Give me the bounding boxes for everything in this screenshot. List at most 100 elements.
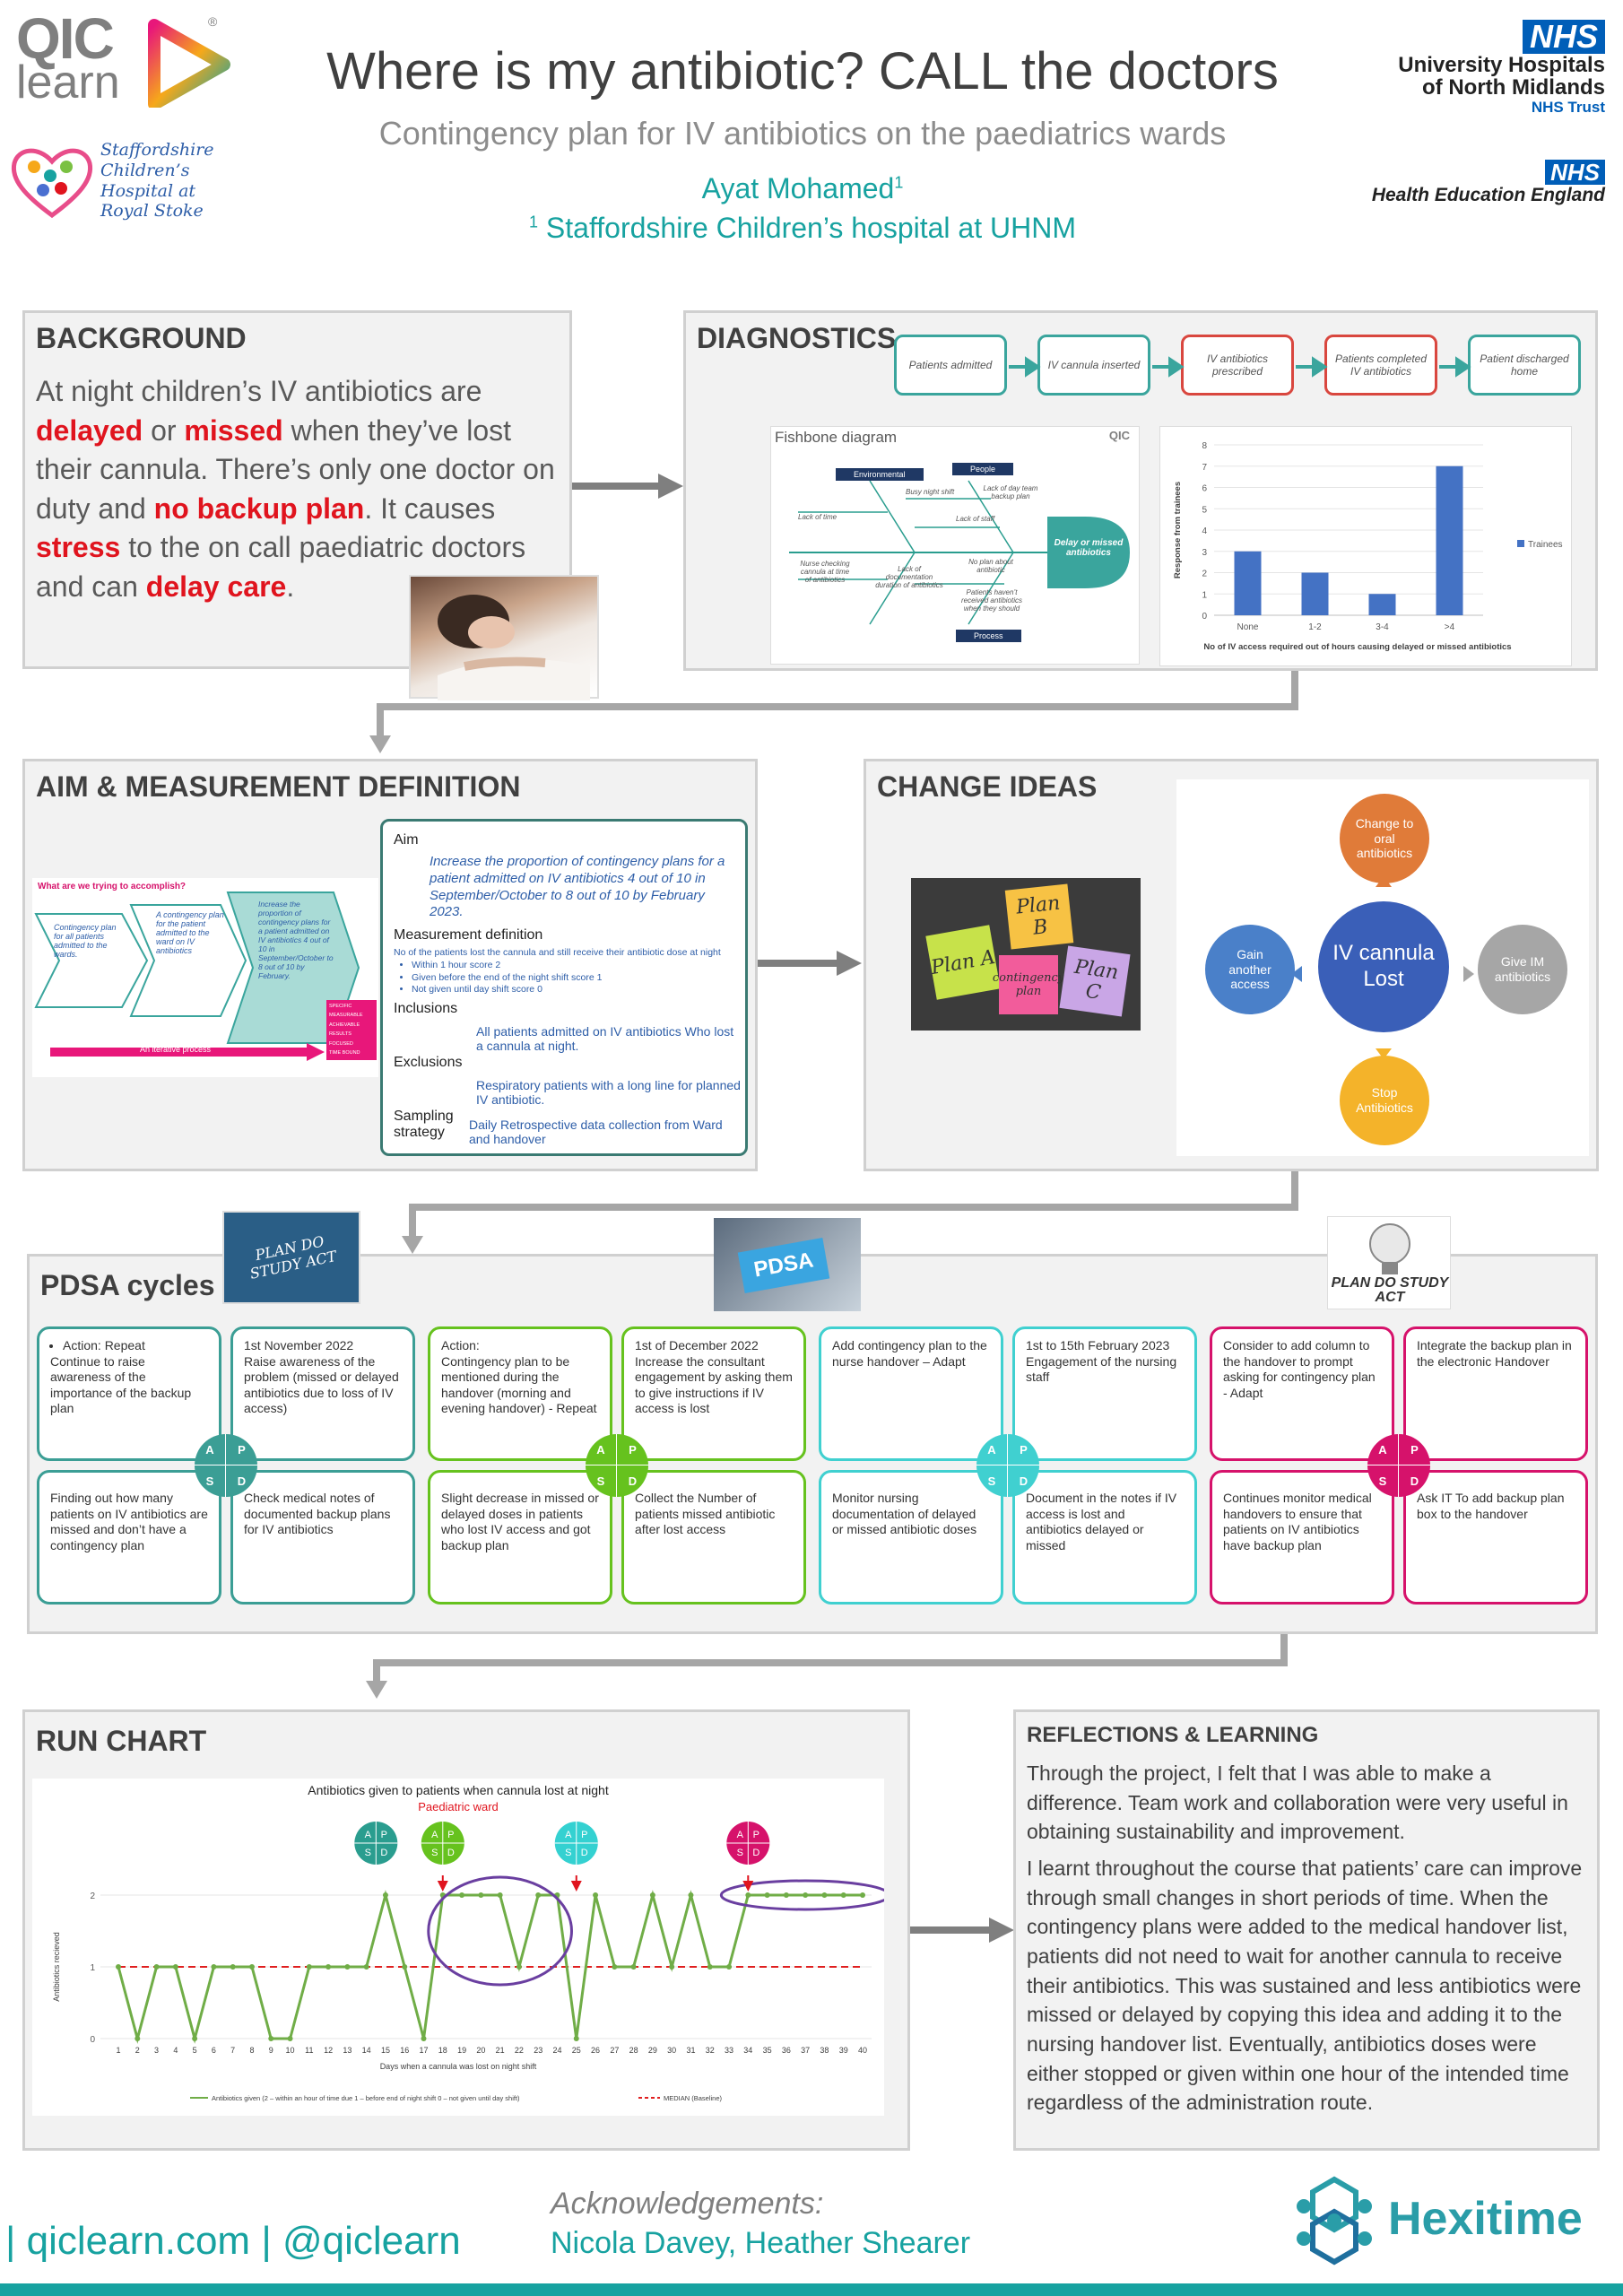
run-point xyxy=(402,1964,408,1970)
pdsa-title: PDSA cycles xyxy=(40,1269,215,1301)
run-point xyxy=(535,1892,542,1898)
flow-arrows xyxy=(1009,356,1471,378)
accomplish-diagram: What are we trying to accomplish? Contin… xyxy=(32,878,378,1077)
pdsa-study-card-s: Slight decrease in missed or delayed dos… xyxy=(441,1491,599,1552)
fishbone-cause-6: Lack of documentation duration of antibi… xyxy=(875,565,943,589)
pdsa-act-card-a: Add contingency plan to the nurse handov… xyxy=(832,1338,987,1369)
pdsa-do-card: Check medical notes of documented backup… xyxy=(230,1470,415,1605)
pdsa-plan-card-p_date: 1st November 2022 xyxy=(244,1338,354,1352)
pdsa-wheel-letter: D xyxy=(1019,1474,1028,1488)
run-chart: Antibiotics given to patients when cannu… xyxy=(32,1779,891,2116)
fishbone-cause-4: Lack of staff xyxy=(956,515,995,523)
run-point xyxy=(344,1964,351,1970)
pdsa-wheel-letter: S xyxy=(365,1848,371,1858)
pdsa-wheel-letter: P xyxy=(381,1830,387,1840)
pdsa-cycle-4: Consider to add column to the handover t… xyxy=(1210,1326,1593,1622)
inclusions-label: Inclusions xyxy=(394,1001,458,1016)
pdsa-do-card-d: Collect the Number of patients missed an… xyxy=(635,1491,776,1536)
pdsa-wheel-letter: A xyxy=(1367,1434,1399,1465)
pdsa-wheel-letter: S xyxy=(586,1465,617,1497)
fishbone-cat-environmental: Environmental xyxy=(836,468,924,481)
run-chart-subheading: Paediatric ward xyxy=(418,1800,499,1813)
run-x-tick: 40 xyxy=(858,2046,867,2055)
run-x-tick: 31 xyxy=(686,2046,695,2055)
pdsa-plan-card-p: Engagement of the nursing staff xyxy=(1026,1353,1177,1385)
diagnostics-title: DIAGNOSTICS xyxy=(697,322,897,354)
run-chart-svg: Antibiotics given to patients when cannu… xyxy=(52,1783,891,2102)
arrow-right-2 xyxy=(758,951,862,976)
chevron-1-text: Contingency plan for all patients admitt… xyxy=(54,923,117,959)
pdsa-wheel-letter: D xyxy=(628,1474,638,1488)
bar-y-tick: 2 xyxy=(1202,570,1207,579)
registered-mark: ® xyxy=(208,14,218,29)
pdsa-cycle-3: Add contingency plan to the nurse handov… xyxy=(819,1326,1202,1622)
run-x-tick: 16 xyxy=(400,2046,409,2055)
hexagon-people-icon xyxy=(1297,2176,1372,2266)
pdsa-study-card: Finding out how many patients on IV anti… xyxy=(37,1470,221,1605)
bar-y-tick: 8 xyxy=(1202,441,1207,451)
pdsa-wheel-letter: D xyxy=(581,1848,588,1858)
pdsa-wheel-letter: P xyxy=(447,1830,454,1840)
run-x-tick: 2 xyxy=(135,2046,140,2055)
sticky-plan-b: Plan B xyxy=(1004,883,1074,950)
idea-stop-antibiotics: Stop Antibiotics xyxy=(1340,1056,1429,1145)
run-x-tick: 37 xyxy=(801,2046,810,2055)
fishbone-cause-1: Busy night shift xyxy=(906,488,955,496)
nhs-trust-logo: NHS University Hospitals of North Midlan… xyxy=(1345,20,1605,127)
bar->4 xyxy=(1436,465,1463,615)
poster-title: Where is my antibiotic? CALL the doctors xyxy=(326,42,1279,100)
bar-y-tick: 5 xyxy=(1202,505,1207,515)
pdsa-wheel-letter: A xyxy=(737,1830,744,1840)
exclusions-label: Exclusions xyxy=(394,1055,463,1070)
fishbone-cause-7: No plan about antibiotic xyxy=(968,558,1013,574)
run-point xyxy=(573,2036,579,2041)
pdsa-wheel-letter: A xyxy=(195,1434,226,1465)
run-point xyxy=(669,1964,675,1970)
change-arrows xyxy=(1291,876,1474,1059)
idea-gain-access: Gain another access xyxy=(1205,925,1295,1014)
pdsa-plan-card-p_date: 1st to 15th February 2023 xyxy=(1026,1338,1170,1352)
poster-subtitle: Contingency plan for IV antibiotics on t… xyxy=(378,115,1227,152)
fishbone-cat-process: Process xyxy=(956,630,1021,642)
pdsa-wheel-letter: D xyxy=(237,1474,247,1488)
run-point xyxy=(306,1964,312,1970)
pdsa-study-card-s: Monitor nursing documentation of delayed… xyxy=(832,1491,977,1536)
bar-legend-label: Trainees xyxy=(1528,540,1563,550)
run-highlight-ellipse-1 xyxy=(427,1875,573,1987)
run-x-tick: 10 xyxy=(286,2046,295,2055)
pdsa-study-card: Monitor nursing documentation of delayed… xyxy=(819,1470,1003,1605)
pdsa-puzzle-image: PDSA xyxy=(714,1218,861,1311)
bar-x-tick: 1-2 xyxy=(1308,622,1322,632)
run-x-tick: 9 xyxy=(269,2046,273,2055)
fishbone-title: Fishbone diagram xyxy=(775,429,898,446)
run-point xyxy=(860,1892,865,1898)
fishbone-cause-8: Patients haven’t received antibiotics wh… xyxy=(960,588,1023,613)
background-panel: BACKGROUND At night children’s IV antibi… xyxy=(22,310,599,700)
run-x-tick: 5 xyxy=(193,2046,197,2055)
run-y-tick: 0 xyxy=(90,2035,95,2045)
bar-y-tick: 7 xyxy=(1202,463,1207,473)
pdsa-wheel-letter: D xyxy=(447,1848,455,1858)
iterative-label: An iterative process xyxy=(140,1045,212,1054)
sticky-notes-photo: Plan B Plan A contingency plan Plan C xyxy=(911,878,1141,1031)
run-x-tick: 11 xyxy=(305,2046,313,2055)
run-x-tick: 17 xyxy=(420,2046,429,2055)
aim-text: Increase the proportion of contingency p… xyxy=(430,854,725,920)
connector-3 xyxy=(366,1634,1288,1699)
run-point xyxy=(612,1964,618,1970)
pdsa-act-card: Add contingency plan to the nurse handov… xyxy=(819,1326,1003,1461)
run-y-tick: 2 xyxy=(90,1892,95,1901)
fishbone-cause-5: Nurse checking cannula at time of antibi… xyxy=(800,560,850,584)
footer-links: | qiclearn.com | @qiclearn xyxy=(5,2219,461,2263)
run-point xyxy=(840,1892,846,1898)
exclusions-text: Respiratory patients with a long line fo… xyxy=(476,1078,741,1107)
fishbone-effect: Delay or missed antibiotics xyxy=(1054,538,1124,558)
reflections-panel: REFLECTIONS & LEARNING Through the proje… xyxy=(1013,1709,1600,2151)
qic-logo-text-top: QIC xyxy=(16,6,115,71)
bar-3-4 xyxy=(1368,594,1396,615)
